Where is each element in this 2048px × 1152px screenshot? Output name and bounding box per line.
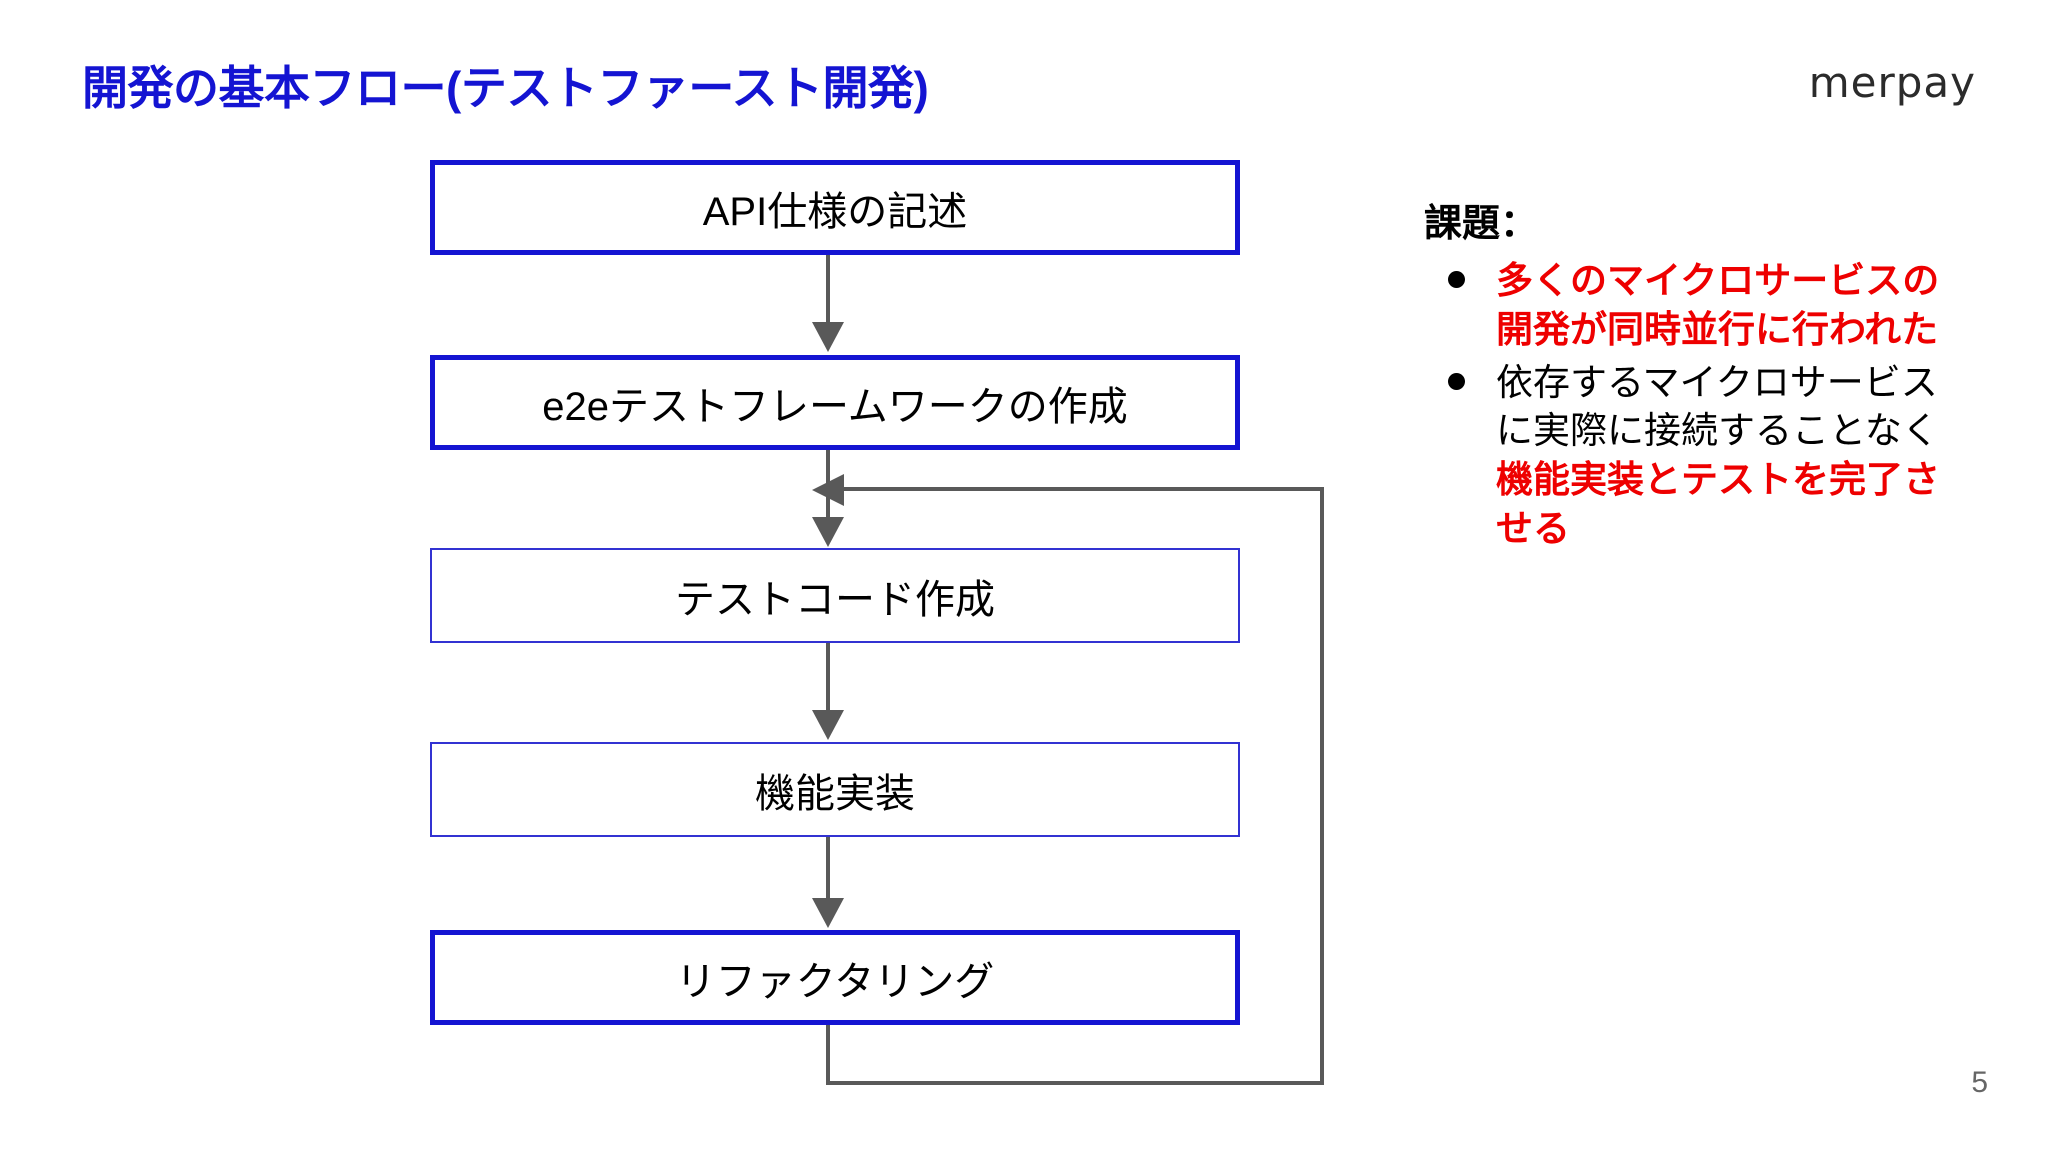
issues-heading: 課題： [1424,203,1539,245]
flow-connector-line-3 [826,643,830,713]
bullet-icon [1448,271,1465,288]
feedback-loop-segment-bottom [826,1081,1324,1085]
merpay-logo: merpay [1808,58,1976,107]
flow-step-label-5: リファクタリング [675,959,995,1004]
flow-step-box-5: リファクタリング [430,930,1240,1025]
flow-step-box-1: API仕様の記述 [430,160,1240,255]
issues-panel: 課題： 多くのマイクロサービスの開発が同時並行に行われた 依存するマイクロサービ… [1424,192,1954,558]
flow-arrowhead-down-icon-4 [812,898,844,928]
bullet-icon [1448,372,1465,390]
flow-arrowhead-down-icon-1 [812,322,844,352]
flow-connector-line-4 [826,837,830,899]
flow-step-box-3: テストコード作成 [430,548,1240,643]
issue-text-segment: 依存するマイクロサービスに実際に接続することなく [1496,361,1939,452]
flowchart-diagram: API仕様の記述 e2eテストフレームワークの作成 テストコード作成 機能実装 … [430,160,1324,1085]
page-title: 開発の基本フロー(テストファースト開発) [82,62,929,114]
list-item: 多くのマイクロサービスの開発が同時並行に行われた [1424,257,1954,355]
flow-step-label-2: e2eテストフレームワークの作成 [542,384,1128,429]
issue-text-segment-emphasis: 機能実装とテストを完了させる [1496,459,1940,550]
flow-step-box-2: e2eテストフレームワークの作成 [430,355,1240,450]
feedback-loop-segment-top [840,487,1324,491]
flow-step-label-3: テストコード作成 [675,577,995,622]
feedback-loop-arrowhead-left-icon [812,474,844,506]
flow-step-label-1: API仕様の記述 [702,189,968,234]
flow-step-label-4: 機能実装 [755,771,915,816]
feedback-loop-segment-down [826,1025,830,1085]
page-number: 5 [1971,1066,1988,1099]
flow-connector-line-1 [826,255,830,325]
issue-text-segment: 多くのマイクロサービスの開発が同時並行に行われた [1496,260,1940,350]
feedback-loop-segment-right [1320,487,1324,1085]
issues-list: 多くのマイクロサービスの開発が同時並行に行われた 依存するマイクロサービスに実際… [1424,257,1954,554]
list-item: 依存するマイクロサービスに実際に接続することなく機能実装とテストを完了させる [1424,359,1954,554]
flow-arrowhead-down-icon-2 [812,517,844,547]
flow-step-box-4: 機能実装 [430,742,1240,837]
flow-arrowhead-down-icon-3 [812,710,844,740]
